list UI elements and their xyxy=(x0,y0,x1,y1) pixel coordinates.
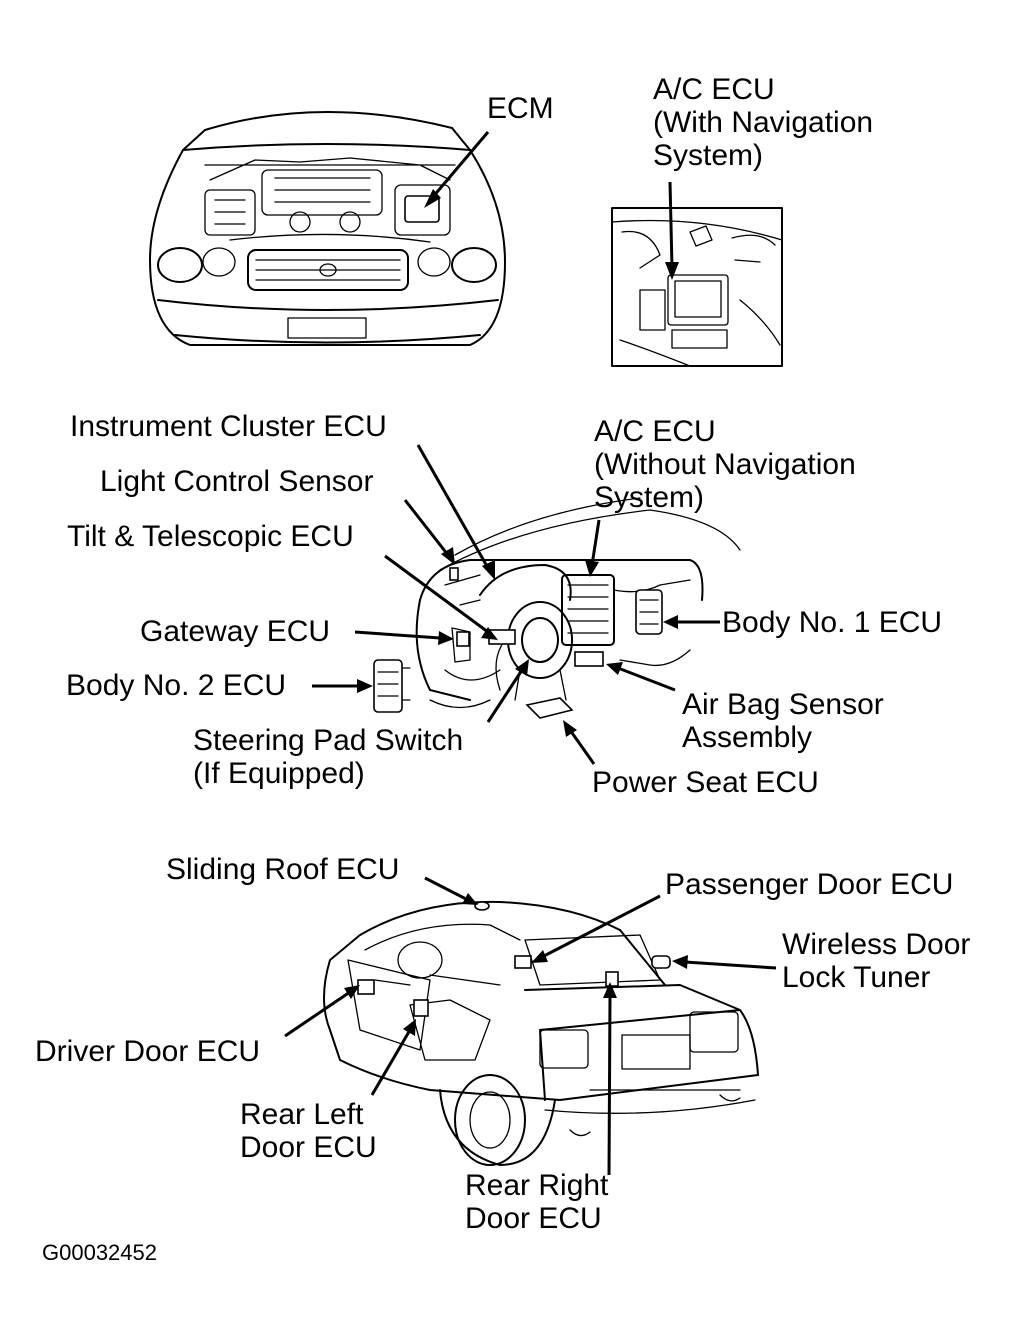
engine-bay-illustration xyxy=(149,111,506,346)
label-ecm: ECM xyxy=(487,92,554,125)
label-rear-right-door-ecu-line1: Rear Right xyxy=(465,1169,609,1202)
label-steering-pad-switch-line2: (If Equipped) xyxy=(193,757,365,790)
label-light-control-sensor: Light Control Sensor xyxy=(100,465,374,498)
label-gateway-ecu: Gateway ECU xyxy=(140,615,331,648)
label-body-no1-ecu: Body No. 1 ECU xyxy=(722,606,943,639)
label-instrument-cluster-ecu: Instrument Cluster ECU xyxy=(70,410,387,443)
navigation-inset xyxy=(611,207,783,367)
label-ac-ecu-nonav-line1: A/C ECU xyxy=(594,415,716,448)
label-ac-ecu-nav-line1: A/C ECU xyxy=(653,73,775,106)
label-ac-ecu-nonav-line3: System) xyxy=(594,481,705,514)
label-air-bag-sensor-line1: Air Bag Sensor xyxy=(682,688,884,721)
label-ac-ecu-nonav-line2: (Without Navigation xyxy=(594,448,856,481)
label-air-bag-sensor-line2: Assembly xyxy=(682,721,813,754)
label-driver-door-ecu: Driver Door ECU xyxy=(35,1035,261,1068)
label-wireless-door-lock-tuner-line2: Lock Tuner xyxy=(782,961,931,994)
label-sliding-roof-ecu: Sliding Roof ECU xyxy=(166,853,400,886)
label-steering-pad-switch-line1: Steering Pad Switch xyxy=(193,724,464,757)
figure-code: G00032452 xyxy=(42,1240,157,1265)
label-power-seat-ecu: Power Seat ECU xyxy=(592,766,819,799)
label-rear-left-door-ecu-line1: Rear Left xyxy=(240,1098,364,1131)
label-passenger-door-ecu: Passenger Door ECU xyxy=(665,868,954,901)
label-ac-ecu-nav-line3: System) xyxy=(653,139,764,172)
label-rear-left-door-ecu-line2: Door ECU xyxy=(240,1131,377,1164)
label-ac-ecu-nav-line2: (With Navigation xyxy=(653,106,874,139)
label-wireless-door-lock-tuner-line1: Wireless Door xyxy=(782,928,971,961)
car-rear-illustration xyxy=(323,900,759,1166)
dashboard-illustration xyxy=(373,497,741,719)
label-body-no2-ecu: Body No. 2 ECU xyxy=(66,669,287,702)
label-rear-right-door-ecu-line2: Door ECU xyxy=(465,1202,602,1235)
label-tilt-telescopic-ecu: Tilt & Telescopic ECU xyxy=(67,520,354,553)
